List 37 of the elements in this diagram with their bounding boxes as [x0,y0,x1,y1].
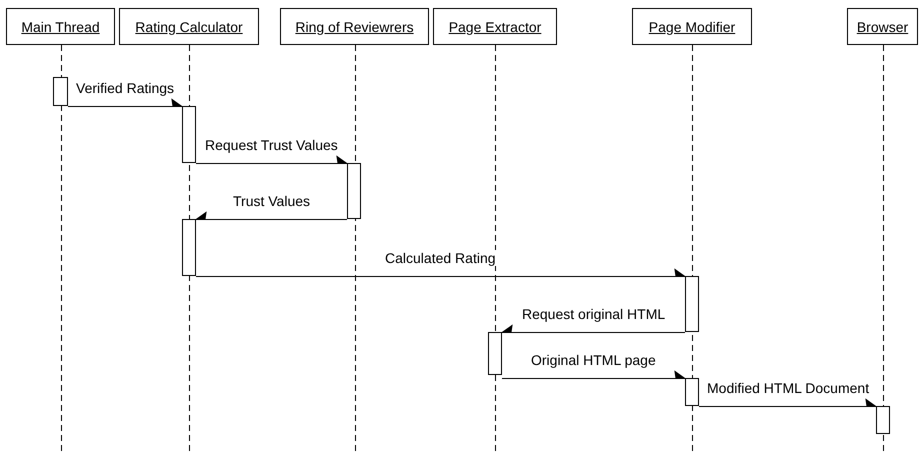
message-arrow [196,269,686,277]
edge-label: Request original HTML [521,306,666,322]
object-box [433,8,557,45]
activation-bar [876,406,890,434]
activation-bar [347,163,361,219]
message-arrow [68,99,182,107]
edge-label: Original HTML page [530,352,657,368]
edge-label: Trust Values [232,193,312,209]
object-name: Browser [856,18,908,34]
edge-label: Calculated Rating [384,250,497,266]
object-box [6,8,115,45]
object-box [119,8,259,45]
message-arrow [502,325,686,333]
object-box [280,8,429,45]
object-name: Page Modifier [648,18,736,34]
lifeline [61,44,62,452]
message-arrow [196,156,348,164]
object-name: Rating Calculator [135,18,243,34]
lifeline [495,44,496,452]
activation-bar [685,276,699,332]
edge-label: Request Trust Values [204,137,339,153]
object-box [847,8,918,45]
edge-label: Verified Ratings [75,80,176,96]
activation-bar [685,378,699,406]
object-box [632,8,752,45]
message-arrow [698,399,876,407]
activation-bar [182,106,196,163]
object-name: Ring of Reviewrers [295,18,414,34]
edge-label: Modified HTML Document [706,380,870,396]
activation-bar [182,219,196,276]
object-name: Page Extractor [448,18,542,34]
message-arrow [196,212,348,220]
activation-bar [53,77,68,106]
object-name: Main Thread [21,18,100,34]
lifeline [883,44,884,452]
activation-bar [488,332,502,375]
message-arrow [502,371,686,379]
